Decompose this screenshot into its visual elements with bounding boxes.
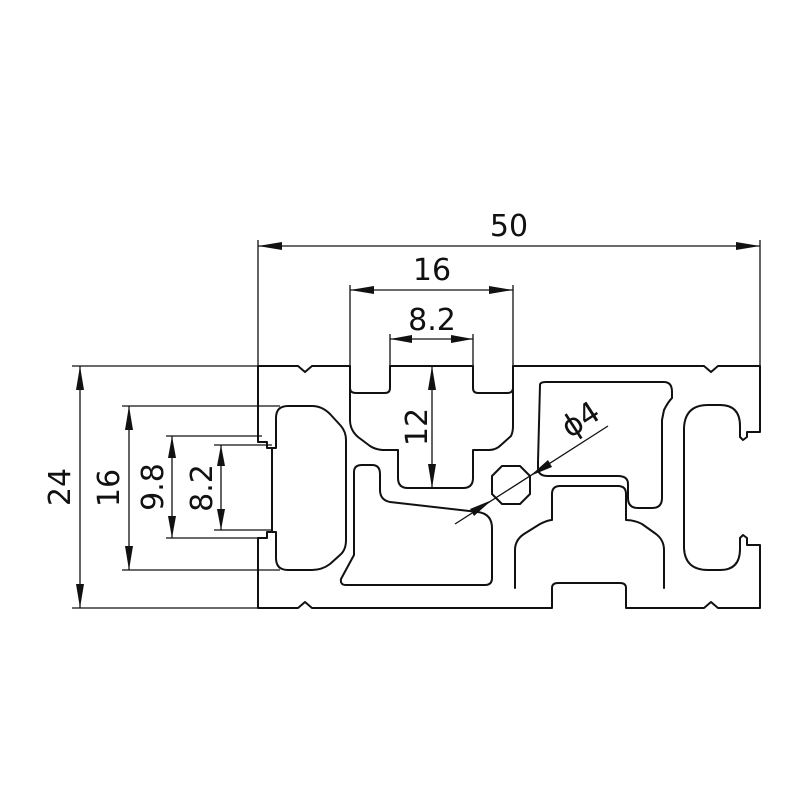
dim-slot-opening: 8.2 bbox=[389, 303, 474, 366]
dim-overall-height: 24 bbox=[43, 365, 258, 609]
profile-outline bbox=[257, 365, 761, 609]
outer-contour bbox=[257, 365, 761, 609]
dim-side-inner-width: 9.8 bbox=[136, 435, 262, 539]
dim-slot-width: 16 bbox=[349, 253, 514, 388]
dim-label-side-slot-width: 16 bbox=[92, 469, 127, 507]
upper-right-cavity bbox=[537, 381, 673, 509]
bottom-slot-chamber bbox=[514, 485, 665, 589]
center-bore bbox=[491, 465, 531, 505]
dim-overall-width: 50 bbox=[257, 209, 761, 366]
left-slot-chamber bbox=[271, 405, 347, 571]
dim-label-overall-width: 50 bbox=[490, 209, 528, 244]
dim-side-opening: 8.2 bbox=[185, 444, 272, 531]
dim-label-side-inner-width: 9.8 bbox=[136, 463, 171, 511]
dim-side-slot-width: 16 bbox=[92, 405, 280, 571]
dim-label-slot-depth: 12 bbox=[400, 408, 435, 446]
lower-left-cavity bbox=[339, 464, 493, 586]
dim-label-center-bore: ϕ4 bbox=[555, 395, 607, 446]
dim-slot-depth: 12 bbox=[400, 366, 436, 488]
dim-center-bore: ϕ4 bbox=[454, 395, 609, 525]
top-slot-chamber bbox=[349, 387, 514, 489]
dim-label-side-opening: 8.2 bbox=[185, 464, 220, 512]
dim-label-overall-height: 24 bbox=[43, 468, 78, 506]
dim-label-slot-opening: 8.2 bbox=[408, 303, 456, 338]
dim-label-slot-width: 16 bbox=[413, 253, 451, 288]
dimensions: 50 16 8.2 12 bbox=[43, 209, 761, 609]
